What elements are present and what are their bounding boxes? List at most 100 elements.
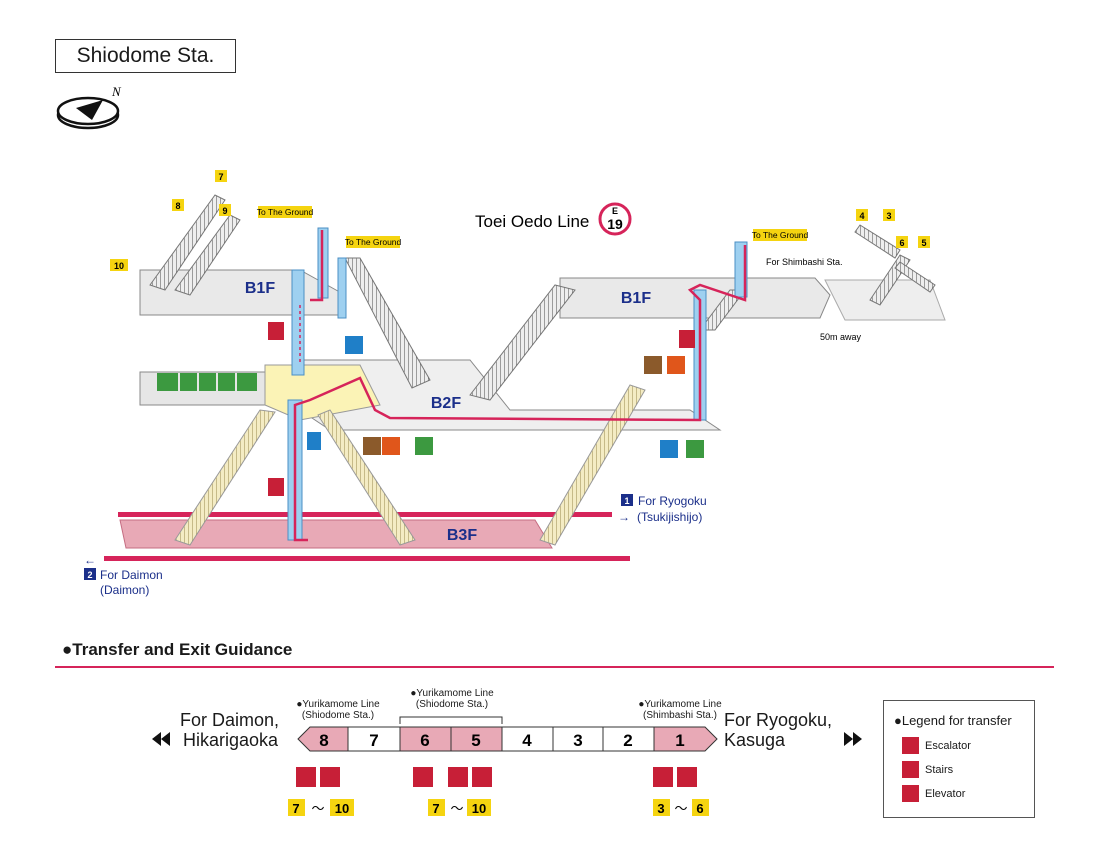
exit-8-label: 8 <box>172 199 184 211</box>
braille-map-icon <box>415 437 704 458</box>
svg-text:10: 10 <box>472 801 486 816</box>
b3f-label: B3F <box>447 527 477 544</box>
car-label: 1 <box>675 731 684 750</box>
svg-text:7: 7 <box>432 801 439 816</box>
exit-3-label: 3 <box>883 209 895 221</box>
svg-text:～: ～ <box>450 801 463 816</box>
exit-9-label: 9 <box>219 204 231 216</box>
svg-text:9: 9 <box>222 206 227 216</box>
stairway-b2-b3-3 <box>539 384 646 546</box>
car-label: 8 <box>319 731 328 750</box>
exit-range-3: 3 ～ 6 <box>653 799 709 816</box>
office-icon <box>363 356 662 455</box>
escalator-legend-icon <box>902 737 919 754</box>
b2f-label: B2F <box>431 395 461 412</box>
svg-text:To The Ground: To The Ground <box>257 207 314 217</box>
direction-arrows <box>152 732 862 746</box>
car-label: 7 <box>369 731 378 750</box>
elevator-shaft-right <box>693 241 748 421</box>
yurikamome-note-2: ●Yurikamome Line(Shiodome Sta.) <box>410 688 494 710</box>
car-bracket <box>399 716 503 724</box>
svg-text:1: 1 <box>624 496 629 506</box>
svg-text:7: 7 <box>218 172 223 182</box>
compass-icon: N <box>56 84 122 130</box>
exit-range-1: 7 ～ 10 <box>288 799 354 816</box>
svg-text:(Tsukijishijo): (Tsukijishijo) <box>637 510 702 524</box>
section-rule <box>55 666 1054 668</box>
svg-text:(Daimon): (Daimon) <box>100 583 149 597</box>
stairway-b1-b2-left <box>344 257 431 389</box>
to-ground-label-1: To The Ground <box>257 206 314 218</box>
exit-stairs-right <box>854 224 936 306</box>
elevator-icon <box>268 322 695 496</box>
svg-text:For Ryogoku: For Ryogoku <box>638 494 707 508</box>
ticket-gate-icon <box>345 336 678 458</box>
yurikamome-note-1: ●Yurikamome Line(Shiodome Sta.) <box>296 699 380 721</box>
exit-4-label: 4 <box>856 209 868 221</box>
left-direction-2: Hikarigaoka <box>183 730 279 750</box>
svg-text:5: 5 <box>921 238 926 248</box>
escalator-icon <box>296 767 673 787</box>
exit-10-label: 10 <box>110 259 128 271</box>
direction-ryogoku: 1 For Ryogoku → (Tsukijishijo) <box>618 494 707 524</box>
line-code-badge: E 19 <box>598 202 632 236</box>
exit-stairs-left <box>149 194 241 296</box>
left-direction-1: For Daimon, <box>180 710 280 730</box>
exit-6-label: 6 <box>896 236 908 248</box>
exit-range-2: 7 ～ 10 <box>428 799 491 816</box>
svg-text:For Daimon: For Daimon <box>100 568 163 582</box>
legend-stairs: Stairs <box>902 761 953 778</box>
car-label: 4 <box>522 731 532 750</box>
line-code-letter: E <box>612 206 618 216</box>
restroom-icons <box>157 373 257 391</box>
svg-text:～: ～ <box>311 801 324 816</box>
svg-text:←: ← <box>84 553 96 567</box>
svg-text:2: 2 <box>87 570 92 580</box>
legend-escalator: Escalator <box>902 737 971 754</box>
phone-icon <box>307 432 321 450</box>
car-label: 2 <box>623 731 632 750</box>
b1f-right-label: B1F <box>621 290 651 307</box>
svg-text:8: 8 <box>175 201 180 211</box>
legend: ●Legend for transfer Escalator Stairs El… <box>883 700 1035 818</box>
car-label: 3 <box>573 731 582 750</box>
svg-text:6: 6 <box>696 801 703 816</box>
aed-icon <box>382 356 685 455</box>
svg-text:→: → <box>618 510 630 524</box>
stairway-b2-b3-1 <box>174 409 276 546</box>
elevator-legend-icon <box>902 785 919 802</box>
exit-7-label: 7 <box>215 170 227 182</box>
to-ground-label-2: To The Ground <box>345 236 402 248</box>
car-label: 6 <box>420 731 429 750</box>
right-direction-2: Kasuga <box>724 730 786 750</box>
legend-elevator: Elevator <box>902 785 965 802</box>
train-cars: 8 7 6 5 4 3 2 1 <box>297 726 718 752</box>
stairs-icon <box>320 767 697 787</box>
svg-text:7: 7 <box>292 801 299 816</box>
accessible-route <box>293 245 747 542</box>
svg-text:6: 6 <box>899 238 904 248</box>
fifty-m-label: 50m away <box>820 332 862 342</box>
svg-text:To The Ground: To The Ground <box>752 230 809 240</box>
svg-text:10: 10 <box>335 801 349 816</box>
compass-north-label: N <box>111 84 122 99</box>
section-title: ●Transfer and Exit Guidance <box>62 640 293 659</box>
accessible-route-b1 <box>310 230 324 302</box>
line-name: Toei Oedo Line <box>475 212 589 231</box>
car-label: 5 <box>471 731 480 750</box>
exit-5-label: 5 <box>918 236 930 248</box>
svg-text:10: 10 <box>114 261 124 271</box>
legend-title: ●Legend for transfer <box>894 713 1012 728</box>
for-shimbashi-label: For Shimbashi Sta. <box>766 257 843 267</box>
elevator-transfer-icon <box>413 767 433 787</box>
direction-daimon: ← 2 For Daimon (Daimon) <box>84 553 163 597</box>
stairway-b2-b1-right <box>469 284 576 401</box>
to-ground-label-3: To The Ground <box>752 229 809 241</box>
b1f-left-label: B1F <box>245 280 275 297</box>
svg-text:To The Ground: To The Ground <box>345 237 402 247</box>
yurikamome-note-3: ●Yurikamome Line(Shimbashi Sta.) <box>638 699 722 721</box>
svg-text:～: ～ <box>674 801 687 816</box>
station-title: Shiodome Sta. <box>55 39 236 73</box>
stairway-b2-b3-2 <box>317 409 416 546</box>
